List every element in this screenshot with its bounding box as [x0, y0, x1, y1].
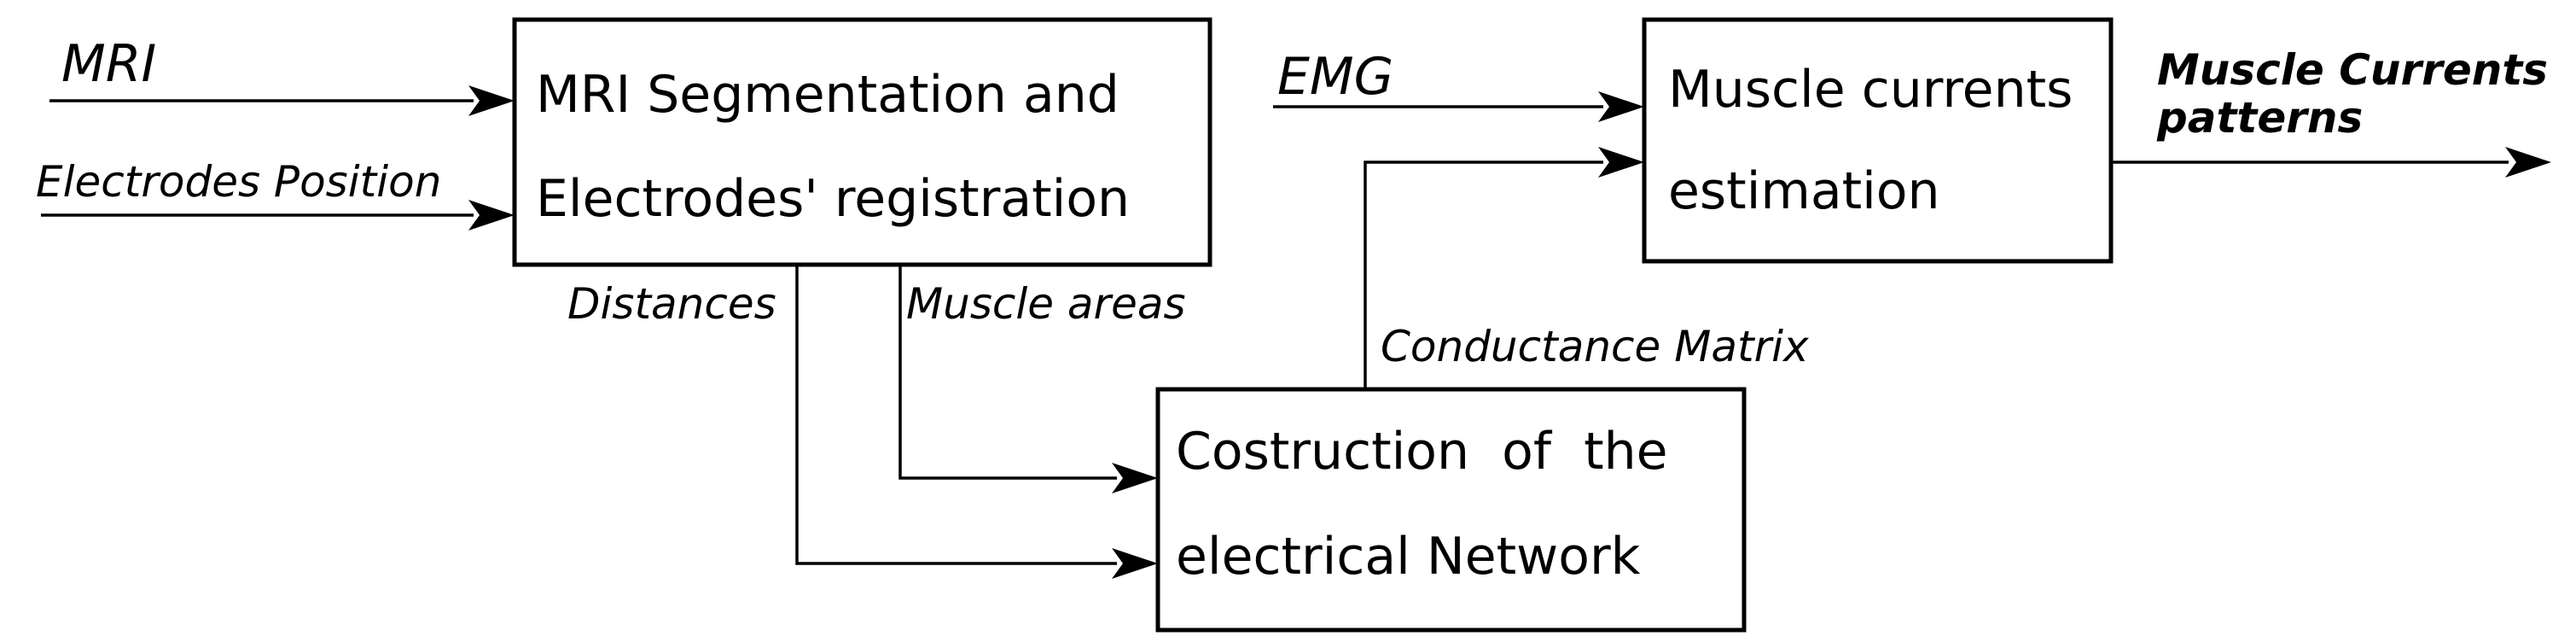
conductance-matrix-edge-label: Conductance Matrix — [1381, 322, 1809, 371]
estimation-box — [1642, 17, 2114, 264]
muscle-areas-edge-line — [898, 265, 1117, 480]
conductance-matrix-edge-arrowhead — [1598, 147, 1644, 178]
output-arrowhead — [2505, 147, 2551, 178]
distances-edge-label: Distances — [567, 279, 776, 329]
emg-input-label: EMG — [1277, 47, 1393, 107]
segmentation-box — [512, 17, 1212, 267]
distances-edge-arrowhead — [1112, 548, 1158, 579]
emg-input-arrowhead — [1598, 91, 1644, 122]
network-box-line2: electrical Network — [1176, 527, 1641, 587]
mri-input-arrowhead — [468, 85, 515, 116]
electrodes-position-input-arrowhead — [468, 200, 515, 231]
output-label-line1: Muscle Currents — [2157, 45, 2548, 95]
electrodes-position-input-label: Electrodes Position — [36, 157, 441, 207]
network-box — [1155, 387, 1747, 633]
mri-input-label: MRI — [61, 34, 156, 94]
network-box-line1: Costruction of the — [1176, 422, 1668, 482]
muscle-areas-edge-arrowhead — [1112, 463, 1158, 493]
estimation-box-line1: Muscle currents — [1668, 60, 2073, 120]
estimation-box-line2: estimation — [1668, 161, 1940, 221]
output-label-line2: patterns — [2156, 93, 2363, 143]
segmentation-box-line2: Electrodes' registration — [536, 169, 1130, 229]
muscle-areas-edge-label: Muscle areas — [906, 279, 1186, 329]
segmentation-box-line1: MRI Segmentation and — [536, 65, 1119, 125]
conductance-matrix-edge-line — [1364, 160, 1603, 389]
distances-edge-line — [795, 265, 1117, 565]
